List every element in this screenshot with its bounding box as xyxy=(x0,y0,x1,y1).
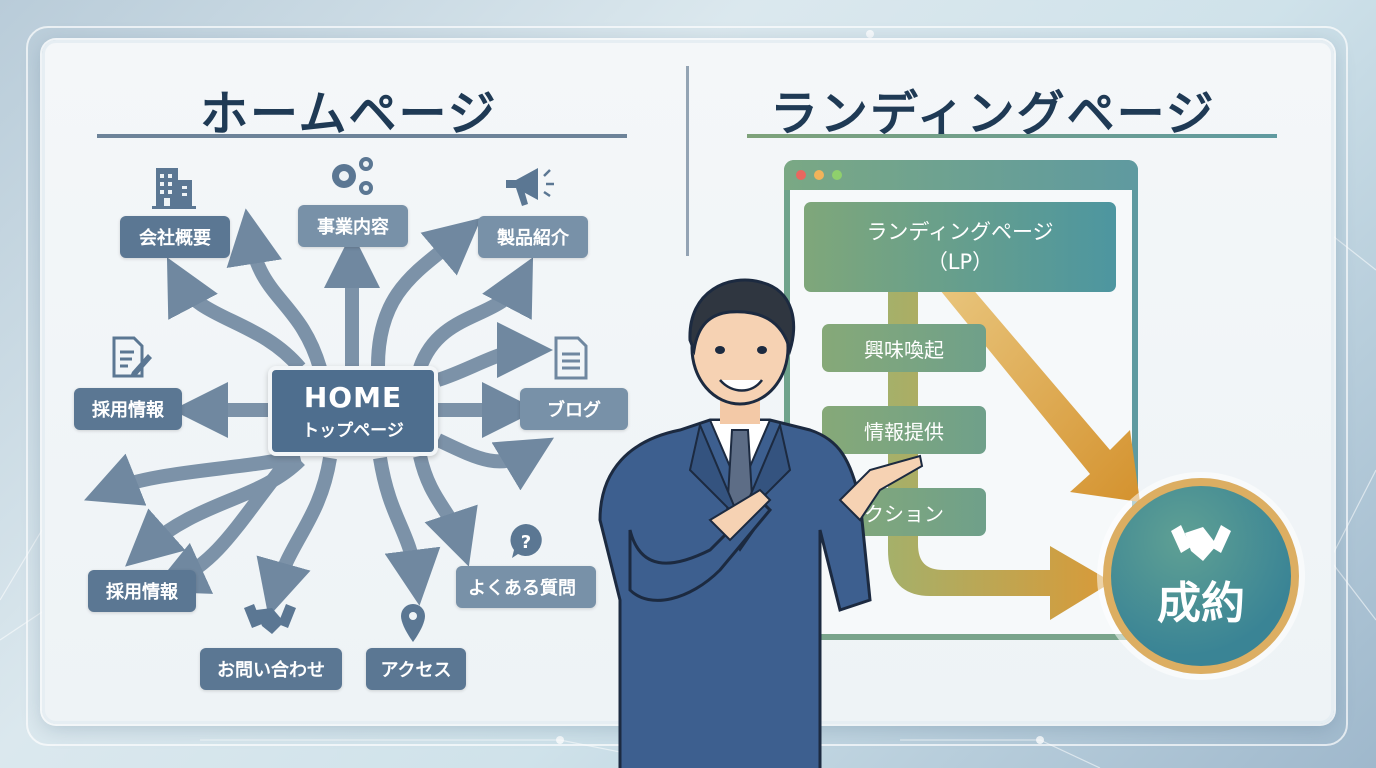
lp-header-abbr: （LP） xyxy=(926,250,994,274)
handshake-icon xyxy=(244,604,296,634)
lp-browser-titlebar xyxy=(784,160,1138,190)
landing-page-title-underline xyxy=(747,134,1277,138)
question-bubble-icon: ? xyxy=(510,524,542,558)
node-recruit-1: 採用情報 xyxy=(74,388,182,430)
node-access: アクセス xyxy=(366,648,466,690)
lp-header-title: ランディングページ xyxy=(866,220,1054,244)
homepage-title: ホームページ xyxy=(200,86,498,142)
section-divider xyxy=(686,66,689,256)
node-products: 製品紹介 xyxy=(478,216,588,258)
browser-maximize-dot xyxy=(832,170,842,180)
megaphone-icon xyxy=(506,168,554,206)
browser-minimize-dot xyxy=(814,170,824,180)
homepage-arrows xyxy=(83,208,555,617)
top-page-label: トップページ xyxy=(302,421,404,441)
conversion-goal-circle: 成約 xyxy=(1103,478,1299,674)
browser-close-dot xyxy=(796,170,806,180)
node-business: 事業内容 xyxy=(298,205,408,247)
building-icon xyxy=(152,168,196,209)
lp-step-information: 情報提供 xyxy=(822,406,986,454)
lp-step-interest: 興味喚起 xyxy=(822,324,986,372)
document-edit-icon xyxy=(112,336,152,378)
homepage-title-underline xyxy=(97,134,627,138)
lp-header-block: ランディングページ （LP） xyxy=(804,202,1116,292)
presenter-illustration xyxy=(598,278,924,768)
node-faq: よくある質問 xyxy=(456,566,596,608)
node-blog: ブログ xyxy=(520,388,628,430)
landing-page-title: ランディングページ xyxy=(770,86,1216,142)
home-label: HOME xyxy=(303,381,403,414)
handshake-icon xyxy=(1171,525,1231,561)
svg-text:?: ? xyxy=(521,532,531,553)
map-pin-icon xyxy=(401,604,425,642)
node-recruit-2: 採用情報 xyxy=(88,570,196,612)
conversion-label: 成約 xyxy=(1157,578,1245,629)
node-company-overview: 会社概要 xyxy=(120,216,230,258)
node-contact: お問い合わせ xyxy=(200,648,342,690)
gears-icon xyxy=(332,157,373,195)
document-icon xyxy=(554,336,588,380)
home-top-page-node: HOME トップページ xyxy=(268,366,438,456)
lp-flow-arrows xyxy=(888,280,1140,620)
